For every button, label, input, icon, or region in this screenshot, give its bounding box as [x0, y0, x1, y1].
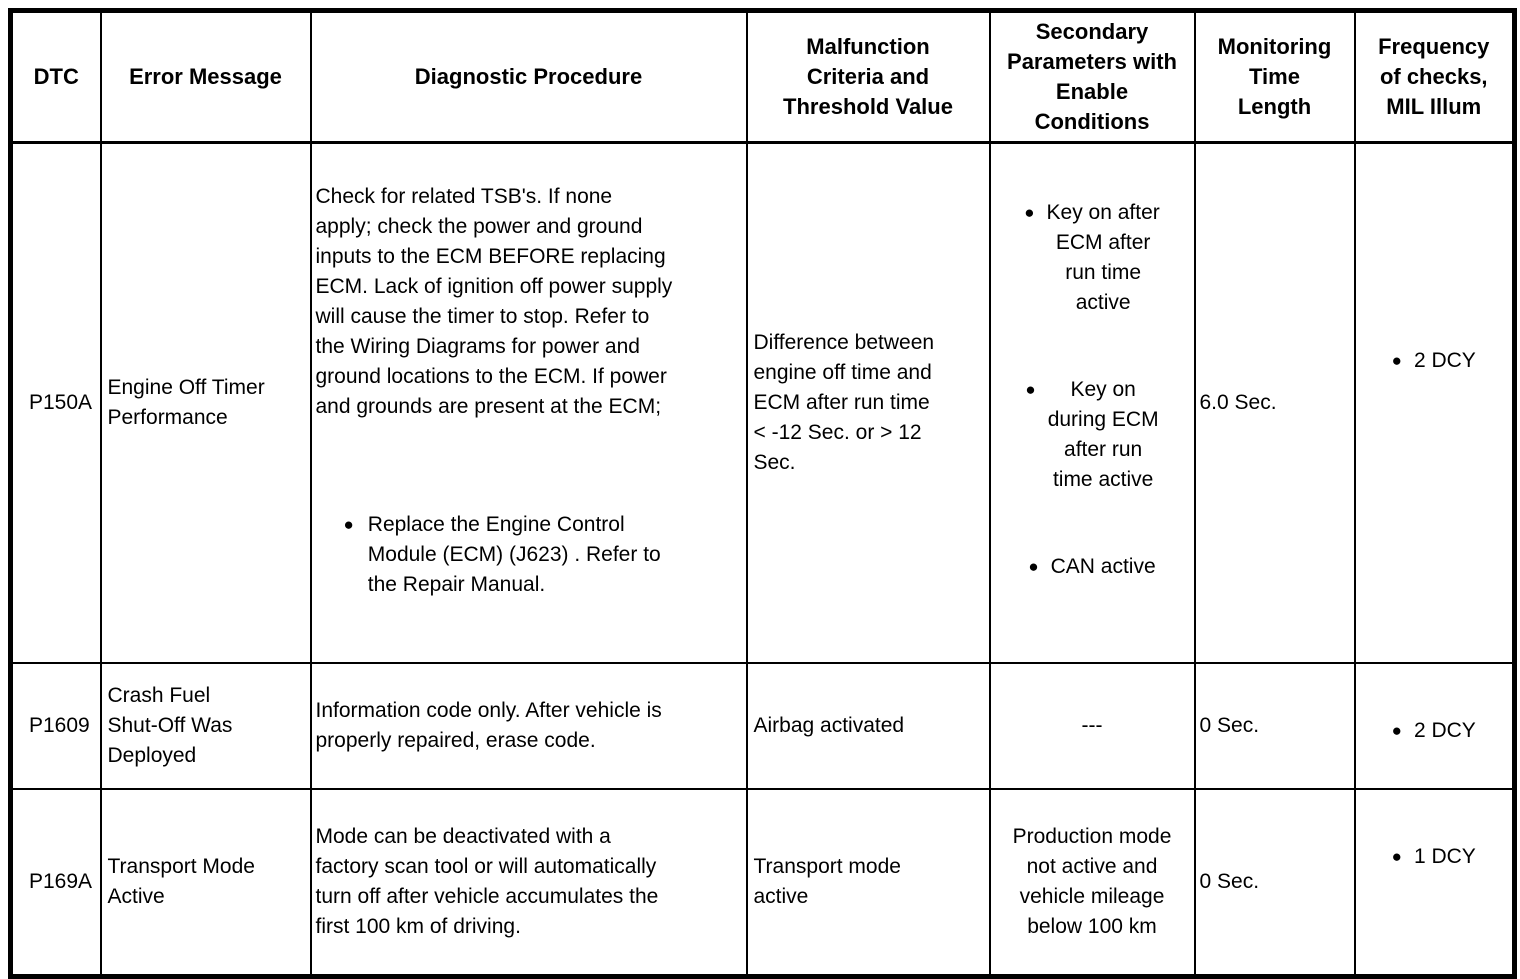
cell-monitoring-time: 0 Sec. — [1193, 662, 1356, 790]
col-header-diagnostic-procedure: Diagnostic Procedure — [309, 9, 748, 144]
cell-diagnostic-procedure: Mode can be deactivated with a factory s… — [309, 788, 748, 978]
cell-frequency: ● 2 DCY — [1353, 141, 1516, 664]
header-row: DTC Error Message Diagnostic Procedure M… — [9, 9, 1516, 144]
bullet-text: 2 DCY — [1413, 719, 1476, 742]
list-item: ● 2 DCY — [1362, 346, 1507, 376]
bullet-icon: ● — [1391, 847, 1402, 866]
col-header-monitoring-time: Monitoring Time Length — [1193, 9, 1356, 144]
diagnostic-paragraph: Information code only. After vehicle is … — [315, 699, 662, 752]
list-item: ● Replace the Engine Control Module (ECM… — [344, 510, 742, 600]
bullet-text: Key on after ECM after run time active — [1046, 201, 1160, 314]
cell-malfunction-criteria: Airbag activated — [745, 662, 991, 790]
document-page: DTC Error Message Diagnostic Procedure M… — [8, 8, 1517, 979]
cell-dtc: P150A — [9, 141, 102, 664]
diagnostic-paragraph: Check for related TSB's. If none apply; … — [315, 185, 673, 418]
cell-error-message: Crash Fuel Shut-Off Was Deployed — [99, 662, 312, 790]
col-header-frequency: Frequency of checks, MIL Illum — [1353, 9, 1516, 144]
cell-error-message: Transport Mode Active — [99, 788, 312, 978]
list-item: ● 2 DCY — [1362, 716, 1507, 746]
bullet-icon: ● — [1025, 380, 1036, 399]
bullet-icon: ● — [343, 515, 354, 534]
cell-dtc: P1609 — [9, 662, 102, 790]
list-item: ● 1 DCY — [1362, 842, 1507, 872]
bullet-icon: ● — [1391, 351, 1402, 370]
cell-diagnostic-procedure: Check for related TSB's. If none apply; … — [309, 141, 748, 664]
cell-secondary-parameters: Production mode not active and vehicle m… — [988, 788, 1196, 978]
bullet-text: Replace the Engine Control Module (ECM) … — [367, 513, 661, 596]
cell-malfunction-criteria: Transport mode active — [745, 788, 991, 978]
col-header-secondary-parameters: Secondary Parameters with Enable Conditi… — [988, 9, 1196, 144]
cell-malfunction-criteria: Difference between engine off time and E… — [745, 141, 991, 664]
table-row-p150a: P150A Engine Off Timer Performance Check… — [9, 141, 1516, 664]
bullet-icon: ● — [1028, 557, 1039, 576]
cell-monitoring-time: 6.0 Sec. — [1193, 141, 1356, 664]
cell-error-message: Engine Off Timer Performance — [99, 141, 312, 664]
cell-frequency: ● 2 DCY — [1353, 662, 1516, 790]
cell-secondary-parameters: ● Key on after ECM after run time active… — [988, 141, 1196, 664]
bullet-icon: ● — [1391, 721, 1402, 740]
table-row-p1609: P1609 Crash Fuel Shut-Off Was Deployed I… — [9, 662, 1516, 790]
dtc-table: DTC Error Message Diagnostic Procedure M… — [8, 8, 1517, 979]
cell-secondary-parameters: --- — [988, 662, 1196, 790]
cell-frequency: ● 1 DCY — [1353, 788, 1516, 978]
bullet-text: 1 DCY — [1413, 845, 1476, 868]
col-header-dtc: DTC — [9, 9, 102, 144]
list-item: ● CAN active — [997, 552, 1188, 582]
col-header-malfunction-criteria: Malfunction Criteria and Threshold Value — [745, 9, 991, 144]
diagnostic-paragraph: Mode can be deactivated with a factory s… — [315, 825, 659, 938]
diagnostic-bullet-list: ● Replace the Engine Control Module (ECM… — [316, 480, 742, 630]
col-header-error-message: Error Message — [99, 9, 312, 144]
list-item: ● Key on during ECM after run time activ… — [997, 375, 1188, 495]
cell-monitoring-time: 0 Sec. — [1193, 788, 1356, 978]
table-row-p169a: P169A Transport Mode Active Mode can be … — [9, 788, 1516, 978]
cell-diagnostic-procedure: Information code only. After vehicle is … — [309, 662, 748, 790]
bullet-text: Key on during ECM after run time active — [1047, 378, 1159, 491]
list-item: ● Key on after ECM after run time active — [997, 198, 1188, 318]
cell-dtc: P169A — [9, 788, 102, 978]
bullet-text: CAN active — [1050, 555, 1156, 578]
bullet-text: 2 DCY — [1413, 349, 1476, 372]
bullet-icon: ● — [1024, 203, 1035, 222]
